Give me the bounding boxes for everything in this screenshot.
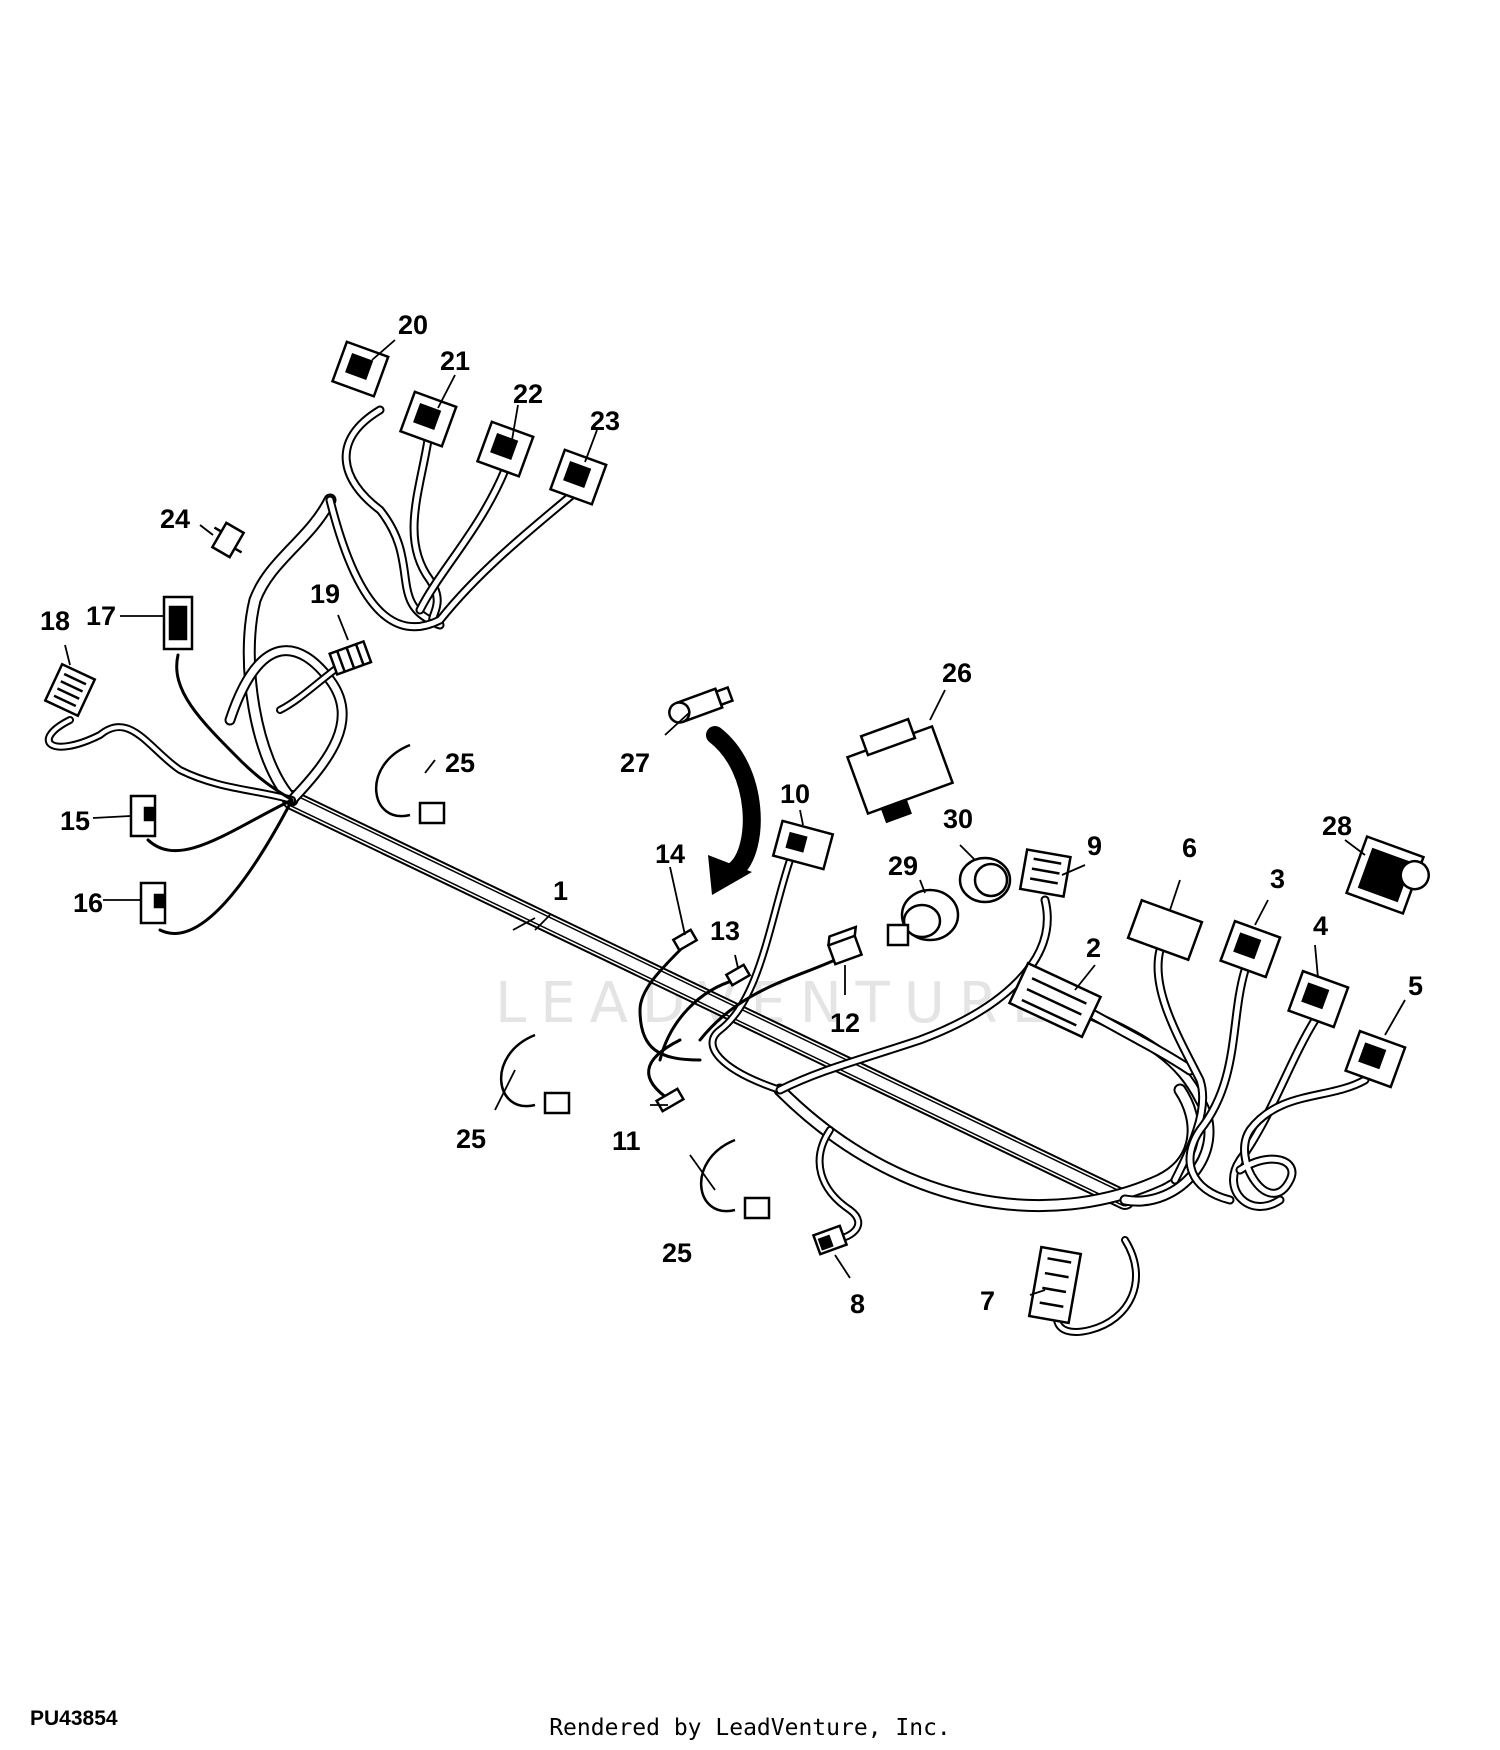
callout-18: 18 — [40, 606, 70, 636]
connector-23 — [548, 448, 608, 506]
cable-tie-25-lower — [699, 1138, 771, 1220]
callout-28: 28 — [1322, 811, 1352, 841]
callout-27: 27 — [620, 748, 650, 778]
connector-6 — [1126, 898, 1204, 962]
figure-id: PU43854 — [30, 1707, 118, 1730]
branch-9 — [775, 895, 1052, 1095]
wire-17 — [175, 653, 294, 802]
connector-10 — [771, 819, 835, 871]
callout-20: 20 — [398, 310, 428, 340]
part-27-sensor — [668, 685, 735, 724]
branch-18 — [44, 716, 296, 804]
connector-8 — [811, 1224, 849, 1256]
branch-22 — [415, 465, 510, 615]
callout-5: 5 — [1408, 971, 1423, 1001]
branch-21 — [409, 435, 445, 630]
connector-16 — [139, 881, 167, 925]
callout-2: 2 — [1086, 933, 1101, 963]
wire-11 — [647, 1038, 682, 1102]
cable-tie-25-middle — [499, 1033, 571, 1115]
callout-13: 13 — [710, 916, 740, 946]
terminal-13 — [724, 963, 752, 987]
callout-9: 9 — [1087, 831, 1102, 861]
connector-2 — [1007, 961, 1103, 1039]
callout-6: 6 — [1182, 833, 1197, 863]
branch-4 — [1229, 1015, 1320, 1211]
connector-7 — [1027, 1245, 1083, 1325]
connector-17 — [162, 595, 194, 651]
connector-4 — [1287, 969, 1350, 1029]
callout-12: 12 — [830, 1008, 860, 1038]
part-29-socket — [886, 888, 960, 947]
connector-12 — [826, 925, 864, 966]
wire-12 — [698, 958, 837, 1042]
branch-2 — [1079, 1004, 1196, 1076]
callout-26: 26 — [942, 658, 972, 688]
callout-11: 11 — [612, 1126, 641, 1156]
callout-19: 19 — [310, 579, 340, 609]
callout-14: 14 — [655, 839, 685, 869]
callout-16: 16 — [73, 888, 103, 918]
callout-29: 29 — [888, 851, 918, 881]
part-26-module — [845, 717, 955, 824]
callout-25-middle: 25 — [456, 1124, 486, 1154]
branch-3 — [1185, 965, 1250, 1205]
branch-5 — [1235, 1075, 1370, 1198]
callout-25-upper: 25 — [445, 748, 475, 778]
wire-13 — [658, 978, 737, 1062]
leader-lines — [64, 339, 1406, 1296]
main-harness-trunk — [282, 790, 1135, 1210]
connector-24 — [210, 521, 246, 559]
connector-21 — [398, 390, 458, 448]
wire-14 — [638, 943, 702, 1062]
callout-7: 7 — [980, 1286, 995, 1316]
branch-8 — [815, 1126, 863, 1244]
callout-labels: 20 21 22 23 24 19 17 18 25 15 16 1 25 25… — [40, 310, 1423, 1319]
callout-10: 10 — [780, 779, 810, 809]
connector-15 — [129, 794, 157, 838]
connector-19 — [328, 639, 373, 677]
callout-15: 15 — [60, 806, 90, 836]
connector-9 — [1018, 848, 1072, 898]
branch-23 — [325, 485, 583, 632]
wire-16 — [158, 798, 294, 935]
callout-1: 1 — [553, 876, 568, 906]
callout-22: 22 — [513, 379, 543, 409]
callout-3: 3 — [1270, 864, 1285, 894]
part-28-switch — [1344, 834, 1430, 916]
callout-25-lower: 25 — [662, 1238, 692, 1268]
connector-5 — [1344, 1029, 1407, 1089]
callout-23: 23 — [590, 406, 620, 436]
connector-18 — [43, 662, 97, 718]
connector-22 — [475, 420, 535, 478]
branch-10 — [708, 856, 794, 1094]
terminal-14 — [671, 928, 699, 952]
installation-arrow — [706, 726, 761, 895]
part-30-bezel — [958, 856, 1012, 904]
branch-20 — [341, 405, 435, 625]
callout-24: 24 — [160, 504, 190, 534]
callout-21: 21 — [440, 346, 470, 376]
wire-15 — [146, 798, 294, 852]
upper-harness-branch — [224, 493, 348, 807]
cable-tie-25-upper — [374, 743, 446, 825]
callout-8: 8 — [850, 1289, 865, 1319]
connector-20 — [330, 340, 390, 398]
callout-17: 17 — [86, 601, 116, 631]
callout-4: 4 — [1313, 911, 1328, 941]
callout-30: 30 — [943, 804, 973, 834]
connector-3 — [1219, 919, 1282, 979]
render-credit: Rendered by LeadVenture, Inc. — [549, 1715, 951, 1741]
